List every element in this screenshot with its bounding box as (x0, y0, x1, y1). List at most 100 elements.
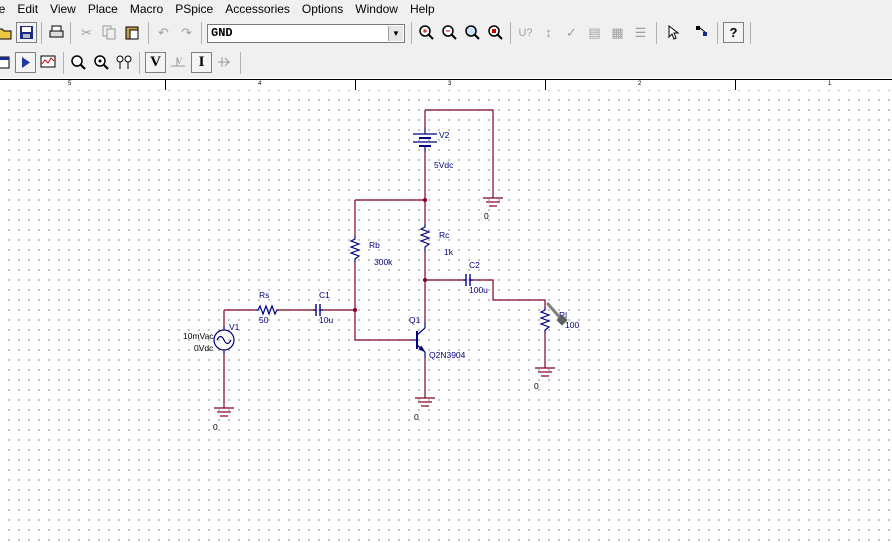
rl-value: 100 (565, 320, 579, 330)
rb-value: 300k (374, 257, 393, 267)
ground-label: 0 (414, 412, 419, 422)
help-button[interactable]: ? (723, 22, 744, 43)
menu-file[interactable]: le (0, 2, 6, 16)
menu-bar: le Edit View Place Macro PSpice Accessor… (0, 0, 892, 18)
ground-label: 0 (484, 211, 489, 221)
resistor-rl[interactable] (539, 307, 551, 333)
ruler-number: 2 (638, 81, 642, 87)
battery-v2[interactable] (413, 128, 437, 152)
q1-model: Q2N3904 (429, 350, 466, 360)
power-marker-icon[interactable] (214, 52, 235, 73)
capacitor-c2[interactable] (463, 274, 473, 286)
paste-icon[interactable] (122, 22, 143, 43)
cross-reference-icon[interactable]: ▦ (611, 24, 624, 40)
ground-icon[interactable] (483, 197, 503, 207)
menu-window[interactable]: Window (355, 2, 398, 16)
c2-ref: C2 (469, 260, 480, 270)
advanced-probe-icon[interactable] (91, 52, 112, 73)
capacitor-c1[interactable] (313, 304, 323, 316)
toolbar-separator (717, 22, 718, 44)
menu-view[interactable]: View (50, 2, 76, 16)
select-pointer-icon[interactable] (662, 22, 683, 43)
snap-to-grid-icon[interactable] (692, 22, 713, 43)
ground-icon[interactable] (214, 407, 234, 417)
ruler-number: 5 (68, 81, 72, 87)
wire[interactable] (354, 262, 411, 341)
menu-options[interactable]: Options (301, 2, 344, 16)
menu-accessories[interactable]: Accessories (225, 2, 290, 16)
junctions (353, 198, 427, 312)
zoom-out-icon[interactable] (439, 22, 460, 43)
voltage-marker-button[interactable]: V (145, 52, 166, 73)
new-simulation-icon[interactable] (0, 52, 15, 73)
transistor-q1[interactable] (411, 322, 426, 358)
toolbar-separator (750, 22, 751, 44)
ground-label: 0 (534, 381, 539, 391)
junction-dot (353, 308, 357, 312)
c1-ref: C1 (319, 290, 330, 300)
resistor-rb[interactable] (349, 236, 361, 262)
drc-icon[interactable]: ✓ (566, 24, 577, 40)
current-marker-button[interactable]: I (191, 52, 212, 73)
toolbar-separator (201, 22, 202, 44)
toolbar-separator (510, 22, 511, 44)
svg-text:V: V (176, 56, 183, 66)
ruler-tick (165, 80, 166, 90)
menu-pspice[interactable]: PSpice (175, 2, 214, 16)
probe-icon[interactable] (68, 52, 89, 73)
redo-icon[interactable]: ↷ (181, 24, 192, 40)
resistor-rs[interactable] (256, 304, 278, 316)
menu-edit[interactable]: Edit (17, 2, 39, 16)
ground-icon[interactable] (415, 397, 435, 407)
toolbar-separator (70, 22, 71, 44)
pspice-toolbar: V V I (0, 48, 892, 78)
ground-label: 0 (213, 422, 218, 432)
part-name-value: GND (211, 26, 233, 40)
schematic-canvas[interactable] (0, 90, 892, 543)
zoom-area-icon[interactable] (462, 22, 483, 43)
ruler-number: 1 (828, 81, 832, 87)
back-annotate-icon[interactable]: ↕ (545, 25, 552, 40)
print-icon[interactable] (46, 22, 67, 43)
open-icon[interactable] (0, 22, 15, 43)
voltage-differential-marker-icon[interactable]: V (168, 52, 189, 73)
toolbar-separator (139, 52, 140, 74)
zoom-fit-icon[interactable] (485, 22, 506, 43)
zoom-in-icon[interactable] (416, 22, 437, 43)
run-pspice-icon[interactable] (15, 52, 36, 73)
cut-icon[interactable]: ✂ (81, 24, 92, 40)
toolbar-separator (656, 22, 657, 44)
view-simulation-icon[interactable] (38, 52, 59, 73)
v1-ac-value: 10mVac (183, 331, 214, 341)
rc-value: 1k (444, 247, 454, 257)
wire[interactable] (425, 109, 494, 198)
rb-ref: Rb (369, 240, 380, 250)
undo-icon[interactable]: ↶ (158, 24, 169, 40)
menu-place[interactable]: Place (87, 2, 118, 16)
ac-source-v1[interactable] (213, 326, 235, 354)
save-icon[interactable] (16, 22, 37, 43)
v2-value: 5Vdc (434, 160, 454, 170)
chevron-down-icon[interactable]: ▼ (388, 26, 403, 41)
rs-ref: Rs (259, 290, 269, 300)
v1-dc-value: 0Vdc (194, 343, 214, 353)
ruler-number: 3 (448, 81, 452, 87)
annotate-button[interactable]: U? (518, 26, 533, 39)
part-name-combo[interactable]: GND ▼ (207, 24, 405, 43)
resistor-rc[interactable] (419, 224, 431, 252)
wires (223, 109, 546, 408)
differential-probe-icon[interactable] (114, 52, 135, 73)
ground-icon[interactable] (535, 367, 555, 377)
copy-icon[interactable] (99, 22, 120, 43)
toolbar-separator (63, 52, 64, 74)
rl-ref: Rl (559, 310, 567, 320)
menu-help[interactable]: Help (409, 2, 435, 16)
netlist-icon[interactable]: ▤ (588, 24, 601, 40)
c1-value: 10u (319, 315, 333, 325)
menu-macro[interactable]: Macro (129, 2, 164, 16)
bill-of-materials-icon[interactable]: ☰ (634, 24, 647, 40)
wire[interactable] (473, 279, 546, 307)
ruler-tick (355, 80, 356, 90)
ruler-number: 4 (258, 81, 262, 87)
